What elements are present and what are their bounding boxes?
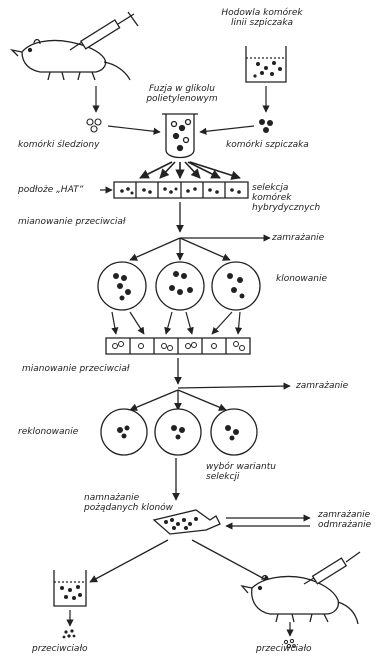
recloning-dishes (101, 409, 257, 455)
syringe-bottom-icon (304, 552, 360, 584)
variant-selection-label: wybór wariantu selekcji (206, 462, 282, 482)
titration-label-2: mianowanie przeciwciał (22, 364, 130, 374)
spleen-cells-label: komórki śledziony (18, 140, 99, 150)
clone-plate (106, 338, 250, 354)
culture-title: Hodowla komórek linii szpiczaka (220, 8, 304, 28)
cloning-label: klonowanie (276, 274, 327, 284)
culture-beaker (246, 46, 286, 82)
fusion-label: Fuzja w glikolu polietylenowym (134, 84, 230, 104)
hybrid-selection-label: selekcja komórek hybrydycznych (252, 183, 330, 213)
mouse-bottom (242, 576, 358, 625)
fusion-tube (162, 114, 198, 158)
recloning-label: reklonowanie (18, 427, 78, 437)
propagation-flask (154, 510, 220, 534)
cloning-dishes (98, 262, 260, 310)
hat-plate (114, 182, 248, 198)
freezing-label-2: zamrażanie (296, 381, 348, 391)
myeloma-cells-label: komórki szpiczaka (226, 140, 309, 150)
freeze-thaw-label: zamrażanie odmrażanie (318, 510, 380, 530)
antibody-label-right: przeciwciało (256, 644, 312, 654)
culture-beaker-bottom (54, 570, 86, 606)
spleen-cells-icon (87, 119, 101, 132)
titration-label-1: mianowanie przeciwciał (18, 217, 126, 227)
myeloma-cells-icon (259, 119, 273, 133)
hat-medium-label: podłoże „HAT” (18, 185, 83, 195)
antibody-label-left: przeciwciało (32, 644, 88, 654)
mouse-top (12, 40, 130, 81)
antibody-left-icon (63, 629, 76, 638)
propagation-label: namnażanie pożądanych klonów (84, 493, 184, 513)
freezing-label-1: zamrażanie (272, 233, 324, 243)
